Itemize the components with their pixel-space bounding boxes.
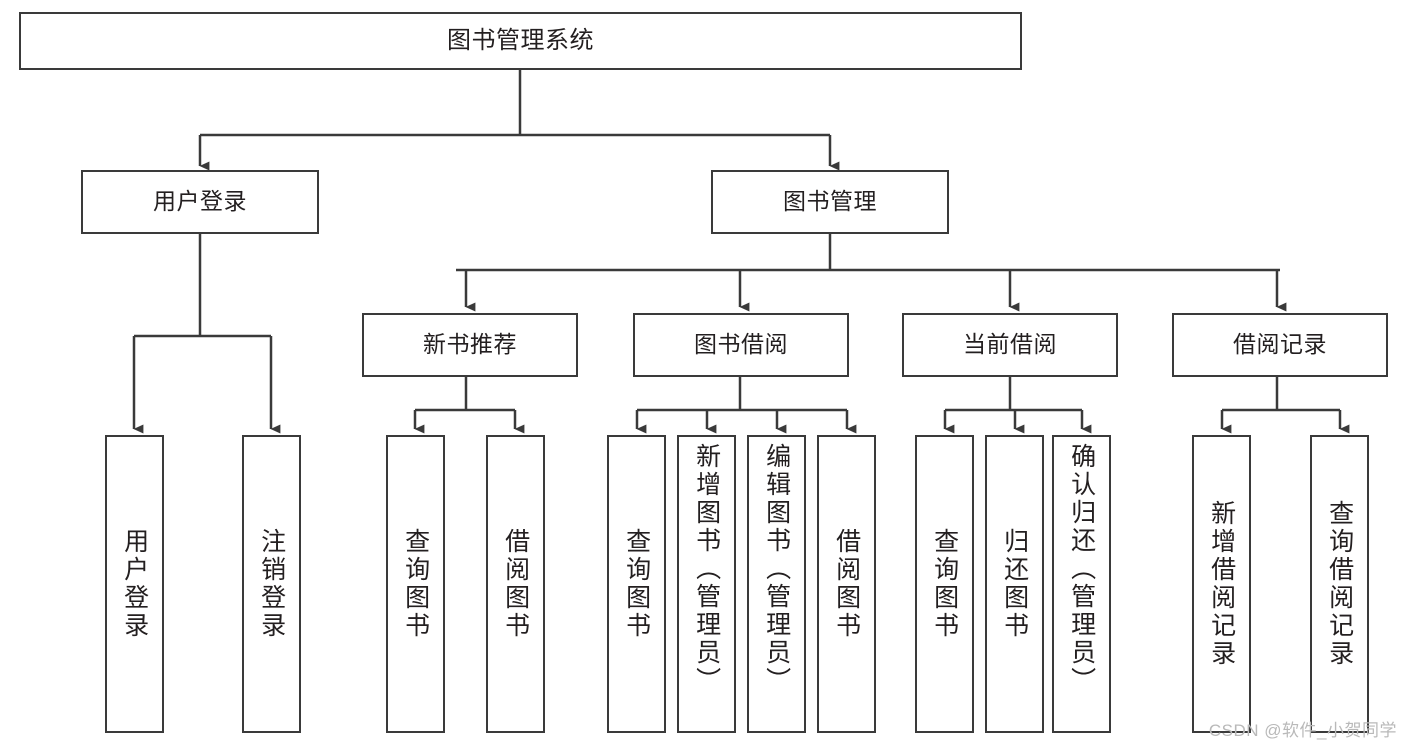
node-leaf-query-borrow-record[interactable]: 查询借阅记录 bbox=[1310, 435, 1369, 733]
node-label: 注销登录 bbox=[257, 528, 286, 640]
node-label: 归还图书 bbox=[1000, 528, 1029, 640]
node-leaf-edit-book-admin[interactable]: 编辑图书（管理员） bbox=[747, 435, 806, 733]
node-leaf-borrow-books[interactable]: 借阅图书 bbox=[817, 435, 876, 733]
node-leaf-query-books-recommend[interactable]: 查询图书 bbox=[386, 435, 445, 733]
node-label: 借阅记录 bbox=[1233, 331, 1327, 358]
node-leaf-logout[interactable]: 注销登录 bbox=[242, 435, 301, 733]
node-borrowing-records[interactable]: 借阅记录 bbox=[1172, 313, 1388, 377]
node-label: 新增图书（管理员） bbox=[692, 443, 721, 695]
node-book-management[interactable]: 图书管理 bbox=[711, 170, 949, 234]
node-leaf-add-book-admin[interactable]: 新增图书（管理员） bbox=[677, 435, 736, 733]
node-user-login[interactable]: 用户登录 bbox=[81, 170, 319, 234]
node-label: 查询图书 bbox=[401, 528, 430, 640]
node-leaf-query-books-current[interactable]: 查询图书 bbox=[915, 435, 974, 733]
node-leaf-confirm-return-admin[interactable]: 确认归还（管理员） bbox=[1052, 435, 1111, 733]
node-book-borrowing[interactable]: 图书借阅 bbox=[633, 313, 849, 377]
node-root-book-management-system[interactable]: 图书管理系统 bbox=[19, 12, 1022, 70]
node-current-borrowing[interactable]: 当前借阅 bbox=[902, 313, 1118, 377]
node-label: 借阅图书 bbox=[501, 528, 530, 640]
node-leaf-user-login[interactable]: 用户登录 bbox=[105, 435, 164, 733]
node-label: 新书推荐 bbox=[423, 331, 517, 358]
watermark: CSDN @软件_小贺同学 bbox=[1208, 721, 1397, 740]
node-label: 图书管理 bbox=[783, 188, 877, 215]
node-label: 查询图书 bbox=[622, 528, 651, 640]
node-label: 当前借阅 bbox=[963, 331, 1057, 358]
node-label: 借阅图书 bbox=[832, 528, 861, 640]
node-leaf-add-borrow-record[interactable]: 新增借阅记录 bbox=[1192, 435, 1251, 733]
node-label: 确认归还（管理员） bbox=[1067, 443, 1096, 695]
node-new-book-recommendation[interactable]: 新书推荐 bbox=[362, 313, 578, 377]
node-label: 查询图书 bbox=[930, 528, 959, 640]
node-label: 图书借阅 bbox=[694, 331, 788, 358]
node-leaf-query-books-borrow[interactable]: 查询图书 bbox=[607, 435, 666, 733]
node-leaf-borrow-books-recommend[interactable]: 借阅图书 bbox=[486, 435, 545, 733]
node-leaf-return-books[interactable]: 归还图书 bbox=[985, 435, 1044, 733]
node-label: 用户登录 bbox=[120, 528, 149, 640]
node-label: 新增借阅记录 bbox=[1207, 500, 1236, 668]
node-label: 编辑图书（管理员） bbox=[762, 443, 791, 695]
node-label: 图书管理系统 bbox=[447, 26, 594, 54]
node-label: 用户登录 bbox=[153, 188, 247, 215]
node-label: 查询借阅记录 bbox=[1325, 500, 1354, 668]
